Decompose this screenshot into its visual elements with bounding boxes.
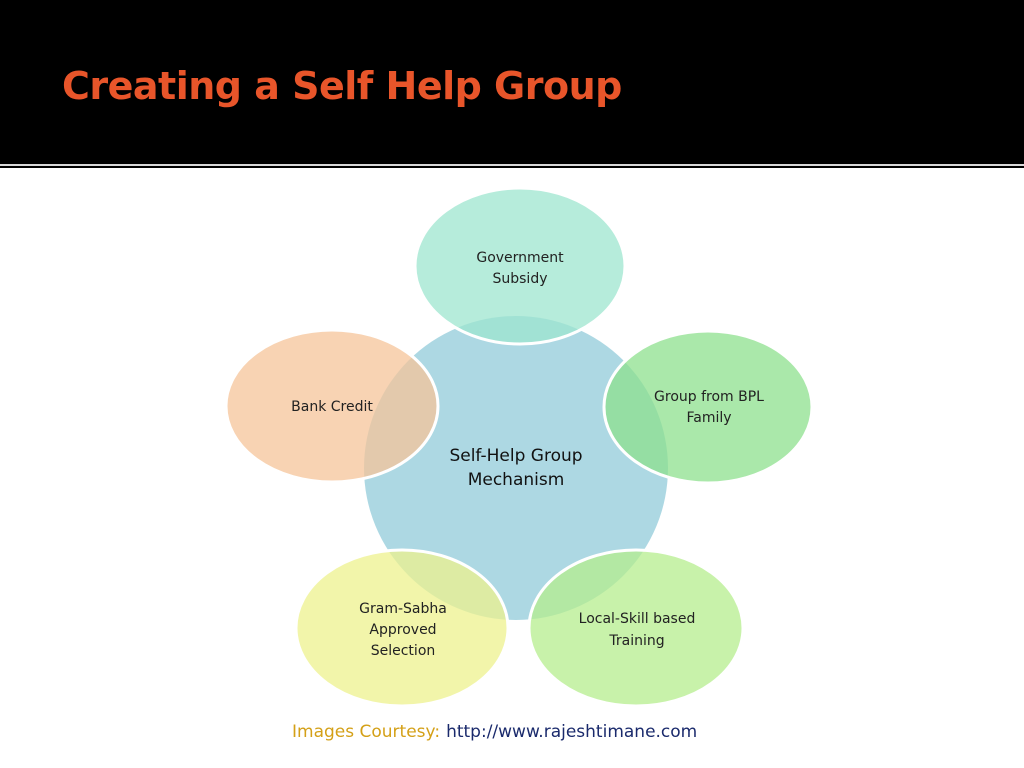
node-label-approved: Approved (369, 622, 436, 638)
node-government-subsidy (413, 186, 627, 346)
node-label-family: Family (686, 410, 731, 426)
node-label-local-skill: Local-Skill based (579, 611, 696, 627)
node-label-government: Government (476, 250, 564, 266)
slide-header: Creating a Self Help Group (0, 0, 1024, 160)
image-courtesy: Images Courtesy:http://www.rajeshtimane.… (292, 722, 697, 742)
header-divider (0, 164, 1024, 166)
courtesy-url[interactable]: http://www.rajeshtimane.com (446, 722, 698, 742)
courtesy-label: Images Courtesy: (292, 722, 441, 742)
center-circle (364, 316, 668, 620)
center-label-line2: Mechanism (468, 470, 565, 490)
center-label-line1: Self-Help Group (449, 446, 582, 466)
node-label-selection: Selection (371, 643, 436, 659)
node-local-skill-training (527, 548, 745, 708)
node-label-gram-sabha: Gram-Sabha (359, 601, 447, 617)
slide-title: Creating a Self Help Group (62, 64, 622, 108)
node-gram-sabha-selection (294, 548, 510, 708)
slide-content: Self-Help Group Mechanism Government Sub… (0, 168, 1024, 768)
node-group-from-bpl (602, 329, 814, 485)
self-help-group-diagram: Self-Help Group Mechanism Government Sub… (224, 186, 814, 708)
node-label-bank-credit: Bank Credit (291, 399, 373, 415)
node-label-group-from-bpl: Group from BPL (654, 389, 764, 405)
node-label-training: Training (608, 633, 664, 649)
node-bank-credit (224, 328, 440, 484)
node-label-subsidy: Subsidy (492, 271, 547, 287)
